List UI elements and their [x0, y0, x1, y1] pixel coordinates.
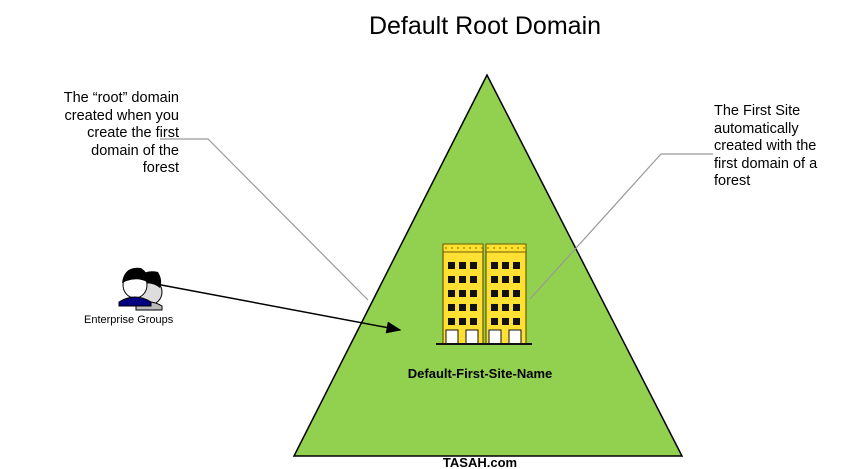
diagram-title: Default Root Domain	[368, 12, 602, 40]
root-domain-note: The “root” domain created when you creat…	[63, 90, 179, 176]
building-icon	[436, 243, 532, 345]
user-group-icon	[118, 267, 163, 311]
groups-arrow	[155, 283, 402, 334]
root-domain-callout-line	[160, 138, 369, 301]
first-site-callout-line	[529, 153, 713, 300]
site-name-label: Default-First-Site-Name	[407, 366, 553, 381]
first-site-note: The First Site automatically created wit…	[714, 103, 818, 189]
enterprise-groups-label: Enterprise Groups	[84, 314, 174, 326]
domain-name-label: TASAH.com	[442, 455, 518, 469]
